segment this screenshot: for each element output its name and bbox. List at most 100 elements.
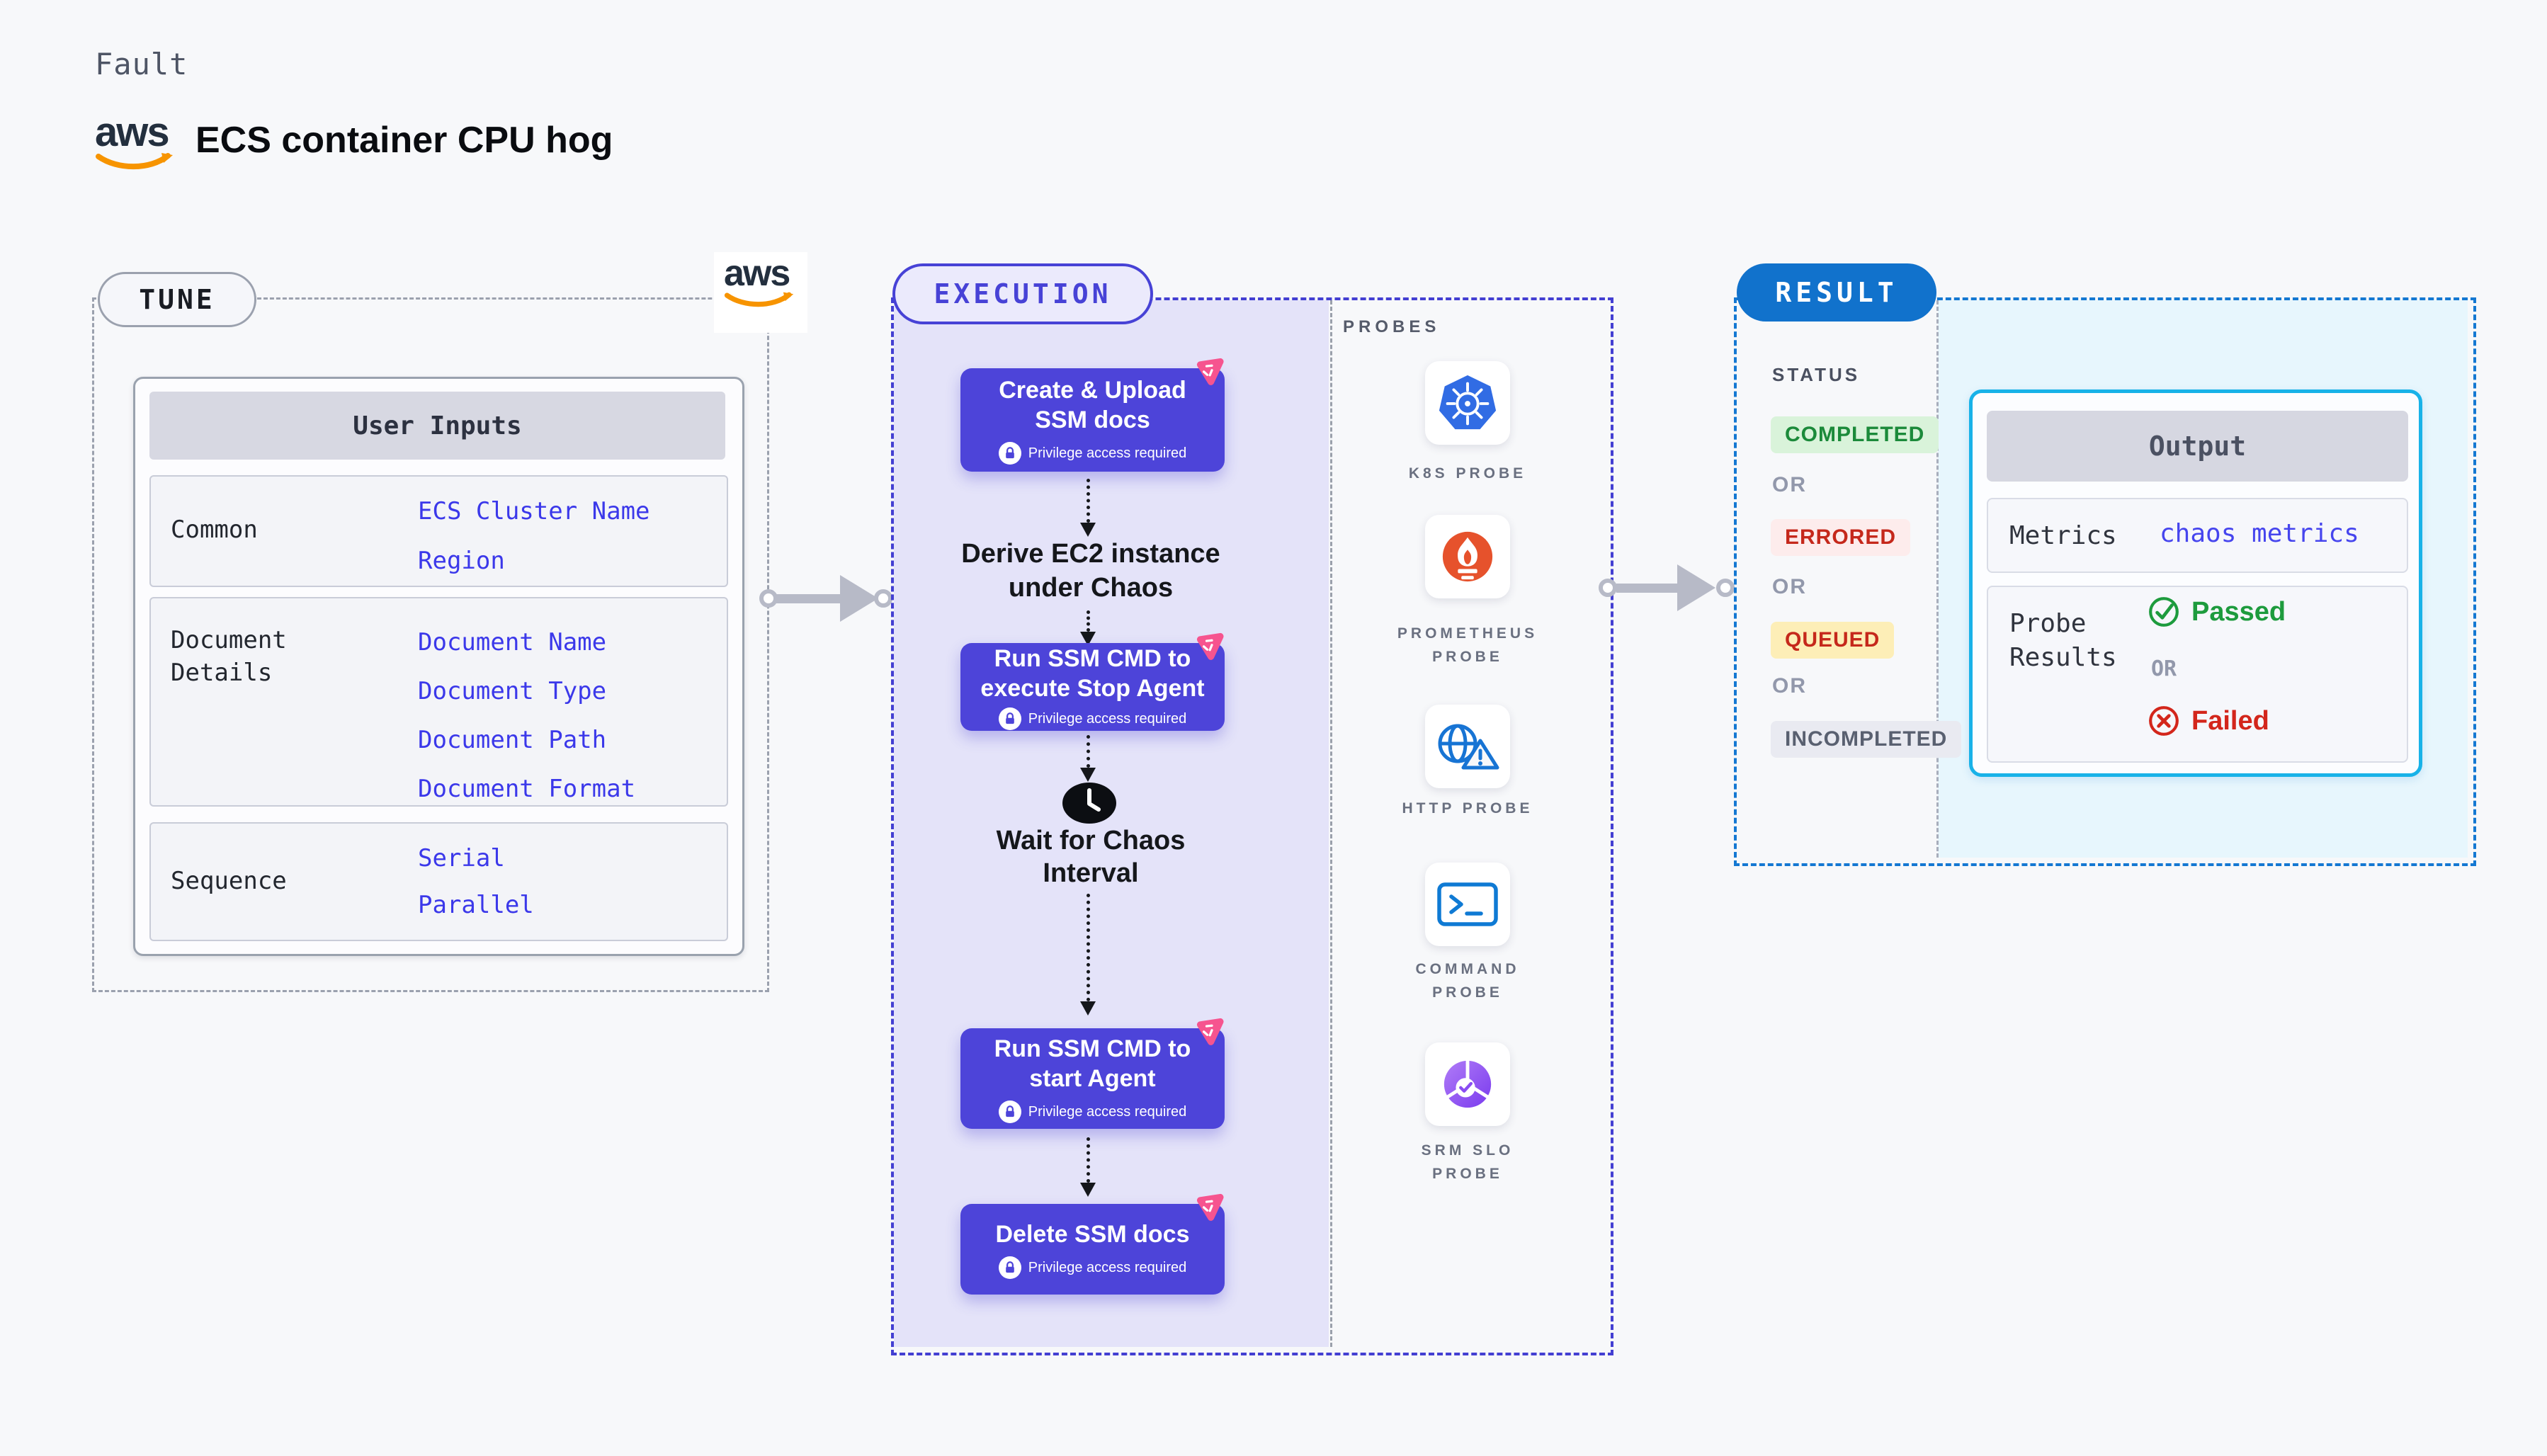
step-title: Create & Upload SSM docs — [999, 377, 1186, 433]
execution-flow-background — [894, 300, 1329, 1347]
row-values: Serial Parallel — [418, 835, 534, 928]
chaos-experiment-icon — [1196, 1193, 1224, 1221]
aws-logo-small: aws — [724, 255, 795, 315]
probe-result-passed: Passed — [2148, 596, 2286, 628]
or-label: OR — [1772, 575, 1807, 598]
page-title: ECS container CPU hog — [195, 120, 613, 161]
flow-arrowhead — [1080, 1001, 1096, 1016]
probe-card-http — [1425, 705, 1510, 788]
step-delete-ssm-docs: Delete SSM docs Privilege access require… — [960, 1204, 1225, 1295]
probe-label: K8S PROBE — [1408, 465, 1527, 482]
or-label: OR — [1772, 473, 1807, 496]
privilege-note: Privilege access required — [998, 707, 1187, 730]
aws-logo: aws — [95, 112, 174, 178]
step-title: Run SSM CMD to execute Stop Agent — [980, 645, 1205, 702]
row-label: Sequence — [171, 867, 287, 895]
user-inputs-row-sequence: Sequence Serial Parallel — [149, 822, 728, 941]
or-label: OR — [2151, 656, 2177, 681]
probe-card-k8s — [1425, 361, 1510, 445]
status-output-divider — [1936, 300, 1939, 858]
user-inputs-header: User Inputs — [149, 392, 725, 460]
row-label: Document Details — [171, 626, 287, 687]
passed-label: Passed — [2191, 596, 2286, 627]
input-value: Parallel — [418, 891, 534, 919]
input-value: Document Type — [418, 677, 607, 705]
step-title: Delete SSM docs — [995, 1221, 1190, 1248]
input-value: Serial — [418, 844, 505, 872]
input-value: ECS Cluster Name — [418, 497, 650, 525]
step-run-ssm-cmd-stop-agent: Run SSM CMD to execute Stop Agent Privil… — [960, 643, 1225, 731]
tune-zone-badge: TUNE — [98, 272, 256, 327]
probe-result-failed: Failed — [2148, 705, 2269, 737]
lock-icon — [998, 1256, 1021, 1279]
aws-wordmark: aws — [95, 109, 170, 155]
flow-arrowhead — [1080, 768, 1096, 782]
input-value: Document Name — [418, 628, 607, 656]
output-metrics-row: Metrics chaos metrics — [1987, 498, 2408, 573]
user-inputs-row-document-details: Document Details Document Name Document … — [149, 597, 728, 807]
flow-connector — [1087, 1137, 1090, 1183]
tune-zone-box — [92, 297, 769, 992]
step-title: Run SSM CMD to start Agent — [994, 1035, 1191, 1092]
x-circle-icon — [2149, 706, 2179, 736]
result-zone-badge: RESULT — [1737, 263, 1936, 322]
chaos-experiment-icon — [1196, 632, 1224, 660]
user-inputs-card: User Inputs Common ECS Cluster Name Regi… — [133, 377, 744, 956]
probe-label: HTTP PROBE — [1402, 800, 1533, 817]
step-create-upload-ssm-docs: Create & Upload SSM docs Privilege acces… — [960, 368, 1225, 472]
input-value: Document Path — [418, 726, 607, 754]
or-label: OR — [1772, 674, 1807, 698]
aws-smile-icon — [96, 153, 173, 170]
probe-card-prometheus — [1425, 515, 1510, 598]
flow-arrowhead — [1080, 632, 1096, 646]
lock-icon — [998, 707, 1021, 730]
lock-icon — [998, 442, 1021, 465]
flow-connector — [1087, 894, 1090, 1001]
privilege-label: Privilege access required — [1028, 710, 1187, 727]
fault-eyebrow: Fault — [95, 47, 188, 81]
probe-card-srm-slo — [1425, 1042, 1510, 1126]
status-badge-incompleted: INCOMPLETED — [1771, 721, 1962, 758]
privilege-note: Privilege access required — [998, 442, 1187, 465]
probe-label: SRM SLO PROBE — [1421, 1142, 1514, 1182]
flow-connector — [1087, 479, 1090, 523]
flow-arrowhead — [1080, 1183, 1096, 1197]
probe-card-command — [1425, 863, 1510, 946]
execution-zone-box — [891, 297, 1613, 1355]
step-run-ssm-cmd-start-agent: Run SSM CMD to start Agent Privilege acc… — [960, 1028, 1225, 1129]
aws-logo-patch — [714, 252, 807, 333]
privilege-label: Privilege access required — [1028, 445, 1187, 461]
clock-icon — [1062, 783, 1116, 824]
kubernetes-icon — [1439, 375, 1497, 430]
status-badge-errored: ERRORED — [1771, 519, 1911, 556]
privilege-note: Privilege access required — [998, 1100, 1186, 1123]
input-value: Region — [418, 547, 505, 575]
chaos-experiment-icon — [1196, 1018, 1224, 1045]
aws-smile-icon — [724, 292, 794, 307]
check-circle-icon — [2149, 597, 2179, 627]
flow-arrowhead — [1080, 523, 1096, 537]
probes-column-header: PROBES — [1343, 317, 1441, 336]
row-label: Common — [171, 516, 258, 544]
output-card: Output Metrics chaos metrics Probe Resul… — [1969, 389, 2422, 777]
status-badge-queued: QUEUED — [1771, 622, 1895, 659]
http-globe-warning-icon — [1438, 724, 1499, 770]
status-badge-completed: COMPLETED — [1771, 416, 1939, 453]
row-values: ECS Cluster Name Region — [418, 487, 650, 586]
user-inputs-row-common: Common ECS Cluster Name Region — [149, 475, 728, 587]
flow-connector — [1087, 735, 1090, 768]
flow-connector — [1087, 610, 1090, 632]
input-value: Document Format — [418, 775, 636, 803]
terminal-icon — [1437, 882, 1498, 926]
output-probe-results-row: Probe Results Passed OR Failed — [1987, 586, 2408, 763]
srm-slo-icon — [1443, 1058, 1492, 1108]
metrics-value: chaos metrics — [2160, 519, 2359, 548]
execution-zone-badge: EXECUTION — [892, 263, 1153, 324]
output-header: Output — [1987, 411, 2408, 482]
lock-icon — [998, 1100, 1021, 1123]
probe-results-label: Probe Results — [2009, 609, 2117, 672]
wait-chaos-interval-label: Wait for Chaos Interval — [996, 826, 1186, 888]
prometheus-icon — [1442, 531, 1493, 582]
row-values: Document Name Document Type Document Pat… — [418, 618, 635, 814]
